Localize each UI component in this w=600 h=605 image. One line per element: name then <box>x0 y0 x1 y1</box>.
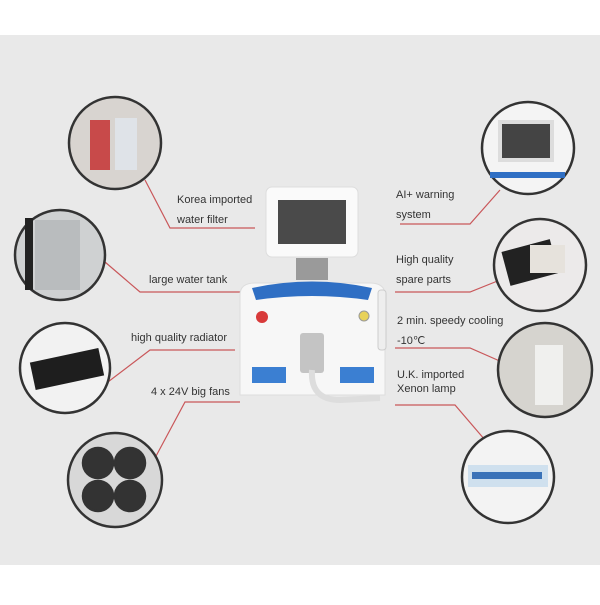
leader-warning <box>400 189 501 225</box>
water-tank-photo <box>13 208 107 302</box>
fans-photo <box>66 431 164 529</box>
feature-cooling: 2 min. speedy cooling -10℃ <box>397 311 503 351</box>
leader-fans <box>154 401 240 459</box>
feature-water-filter: Korea imported water filter <box>177 190 252 230</box>
leader-cooling <box>395 347 503 363</box>
feature-label: water filter <box>177 214 228 226</box>
leader-radiator <box>99 349 235 389</box>
warning-screen-photo <box>480 100 576 196</box>
leader-spare-parts <box>395 279 501 293</box>
feature-warning: AI+ warning system <box>396 185 454 225</box>
feature-spare-parts: High quality spare parts <box>396 250 453 290</box>
laser-machine <box>239 186 387 404</box>
feature-water-tank: large water tank <box>149 270 227 290</box>
feature-label: High quality <box>396 254 454 266</box>
feature-fans: 4 x 24V big fans <box>151 382 230 402</box>
radiator-photo <box>18 321 112 415</box>
feature-label: 2 min. speedy cooling <box>397 315 504 327</box>
feature-radiator: high quality radiator <box>131 328 227 348</box>
spare-parts-photo <box>492 217 588 313</box>
leader-xenon <box>395 404 486 441</box>
feature-label: U.K. imported <box>397 369 465 381</box>
feature-label: spare parts <box>396 274 452 286</box>
leader-water-filter <box>144 179 255 229</box>
feature-label: Korea imported <box>177 194 253 206</box>
feature-label: high quality radiator <box>131 332 228 344</box>
machine-screen <box>278 200 346 244</box>
feature-label: large water tank <box>149 274 228 286</box>
feature-xenon: U.K. imported Xenon lamp <box>397 368 464 396</box>
leader-water-tank <box>104 261 240 293</box>
leader-lines <box>99 179 503 459</box>
cooling-handpiece-photo <box>496 321 594 419</box>
feature-label: 4 x 24V big fans <box>151 386 230 398</box>
feature-label: system <box>396 209 431 221</box>
water-filter-photo <box>67 95 163 191</box>
feature-label: Xenon lamp <box>397 383 456 395</box>
feature-label: AI+ warning <box>396 189 455 201</box>
xenon-lamp-photo <box>460 429 556 525</box>
feature-label: -10℃ <box>397 335 426 347</box>
